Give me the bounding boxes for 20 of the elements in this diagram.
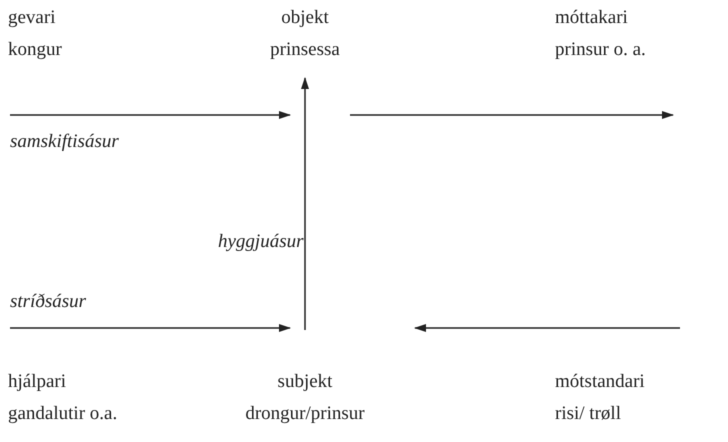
actant-label: hjálpari — [8, 370, 68, 394]
axis-label: hyggjuásur — [218, 231, 304, 253]
arrow — [350, 111, 674, 119]
role-text: risi/ trøll — [555, 402, 622, 426]
actant-label: móttakari — [555, 6, 629, 30]
role-text: kongur — [8, 38, 63, 62]
arrow — [10, 324, 291, 332]
axis-label: stríðsásur — [10, 291, 86, 313]
actant-label: objekt — [280, 6, 330, 30]
role-text: gandalutir o.a. — [8, 402, 118, 426]
actant-label: mótstandari — [555, 370, 646, 394]
arrow — [301, 77, 309, 330]
actant-label: gevari — [8, 6, 56, 30]
role-text: prinsur o. a. — [555, 38, 647, 62]
actant-label: subjekt — [276, 370, 334, 394]
axis-label: samskiftisásur — [10, 131, 119, 153]
arrow — [10, 111, 291, 119]
arrow — [414, 324, 680, 332]
role-text: prinsessa — [269, 38, 341, 62]
role-text: drongur/prinsur — [244, 402, 366, 426]
